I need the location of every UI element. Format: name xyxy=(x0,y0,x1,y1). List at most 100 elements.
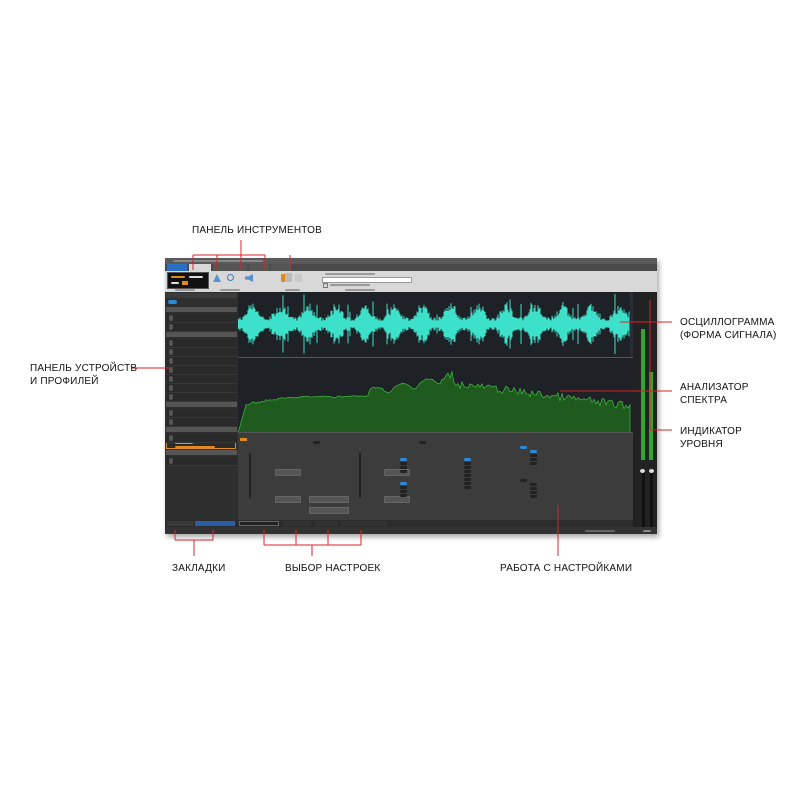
bookmark-tab-2[interactable] xyxy=(195,521,235,526)
ribbon-tabs xyxy=(165,264,657,271)
microphone-icon xyxy=(169,419,173,425)
device-group-header[interactable] xyxy=(166,450,237,455)
option-toggle[interactable] xyxy=(530,454,537,457)
option-toggle[interactable] xyxy=(530,487,537,490)
level-slider-right[interactable] xyxy=(650,470,653,530)
update-button[interactable] xyxy=(309,507,349,514)
option-toggle[interactable] xyxy=(400,470,407,473)
option-toggle[interactable] xyxy=(464,466,471,469)
update-mode-button[interactable] xyxy=(309,496,349,503)
profile-list-item[interactable] xyxy=(166,323,237,332)
option-toggle[interactable] xyxy=(400,490,407,493)
tab-file[interactable] xyxy=(167,264,187,271)
option-toggle[interactable] xyxy=(464,486,471,489)
option-toggle[interactable] xyxy=(464,458,471,461)
annotation-level-line2: УРОВНЯ xyxy=(680,439,723,450)
level-bar-right xyxy=(649,372,653,460)
option-toggle[interactable] xyxy=(530,450,537,453)
gain-slider[interactable] xyxy=(249,453,251,498)
tab-home[interactable] xyxy=(189,264,211,271)
profile-list-item[interactable] xyxy=(166,457,237,466)
option-toggle[interactable] xyxy=(464,478,471,481)
profile-list-item[interactable] xyxy=(166,434,237,443)
option-toggle[interactable] xyxy=(520,479,527,482)
preview-checkbox[interactable] xyxy=(323,283,328,288)
annotation-waveform-line1: ОСЦИЛЛОГРАММА xyxy=(680,317,775,328)
annotation-settings-work: РАБОТА С НАСТРОЙКАМИ xyxy=(500,563,633,574)
profile-list-item[interactable] xyxy=(166,348,237,357)
device-icon[interactable] xyxy=(213,274,221,282)
refresh-icon[interactable] xyxy=(227,274,234,281)
profile-list-item[interactable] xyxy=(166,384,237,393)
bookmark-tab-1[interactable] xyxy=(167,521,193,526)
device-group-header[interactable] xyxy=(166,402,237,407)
app-window xyxy=(165,258,657,534)
annotation-bookmarks: ЗАКЛАДКИ xyxy=(172,563,226,574)
option-toggle[interactable] xyxy=(313,441,320,444)
annotation-waveform-line2: (ФОРМА СИГНАЛА) xyxy=(680,330,777,341)
profile-list-item[interactable] xyxy=(166,366,237,375)
device-group-header[interactable] xyxy=(166,332,237,337)
normalize-button[interactable] xyxy=(275,496,301,503)
option-toggle[interactable] xyxy=(464,462,471,465)
option-toggle[interactable] xyxy=(419,441,426,444)
option-toggle[interactable] xyxy=(464,474,471,477)
option-toggle[interactable] xyxy=(520,446,527,449)
option-toggle[interactable] xyxy=(530,495,537,498)
default-button[interactable] xyxy=(275,469,301,476)
waveform-trace xyxy=(237,294,630,354)
option-toggle[interactable] xyxy=(530,458,537,461)
option-toggle[interactable] xyxy=(400,486,407,489)
annotation-devices-line2: И ПРОФИЛЕЙ xyxy=(30,376,99,387)
annotation-toolbar: ПАНЕЛЬ ИНСТРУМЕНТОВ xyxy=(192,225,322,236)
option-toggle[interactable] xyxy=(400,466,407,469)
microphone-icon xyxy=(169,385,173,391)
tab-4[interactable] xyxy=(271,264,291,271)
device-group-header[interactable] xyxy=(166,307,237,312)
option-toggle[interactable] xyxy=(530,483,537,486)
tab-3[interactable] xyxy=(249,264,269,271)
settings-select-4[interactable] xyxy=(341,521,386,526)
apply-button-2[interactable] xyxy=(384,496,410,503)
profile-list-item[interactable] xyxy=(166,375,237,384)
option-toggle[interactable] xyxy=(530,462,537,465)
level-bar-left xyxy=(641,328,645,460)
settings-panel xyxy=(238,432,633,521)
apply-button-1[interactable] xyxy=(384,469,410,476)
option-toggle[interactable] xyxy=(400,458,407,461)
profile-list-item[interactable] xyxy=(166,409,237,418)
profile-list-item[interactable] xyxy=(166,418,237,427)
playback-device-select[interactable] xyxy=(322,277,412,283)
settings-select-1[interactable] xyxy=(239,521,279,526)
option-toggle[interactable] xyxy=(400,482,407,485)
microphone-icon xyxy=(169,324,173,330)
option-toggle[interactable] xyxy=(464,482,471,485)
speaker-icon[interactable] xyxy=(245,274,253,282)
level-slider-left[interactable] xyxy=(642,470,645,530)
source-toggle[interactable] xyxy=(168,300,177,304)
annotation-spectrum-line2: СПЕКТРА xyxy=(680,395,728,406)
profile-list-item[interactable] xyxy=(166,393,237,402)
settings-select-3[interactable] xyxy=(315,521,337,526)
waveform-chart xyxy=(237,292,633,357)
device-group-header[interactable] xyxy=(166,427,237,432)
option-toggle[interactable] xyxy=(530,491,537,494)
option-toggle[interactable] xyxy=(400,494,407,497)
microphone-icon xyxy=(169,367,173,373)
slider-knob[interactable] xyxy=(649,469,654,473)
settings-select-2[interactable] xyxy=(283,521,311,526)
microphone-icon xyxy=(169,410,173,416)
profile-list-item[interactable] xyxy=(166,357,237,366)
option-toggle[interactable] xyxy=(400,462,407,465)
gain-slider[interactable] xyxy=(359,453,361,498)
profile-list-item[interactable] xyxy=(166,314,237,323)
slider-knob[interactable] xyxy=(640,469,645,473)
devices-profiles-panel xyxy=(165,292,238,520)
spectrum-analyzer xyxy=(237,357,633,434)
tab-2[interactable] xyxy=(213,264,247,271)
option-toggle[interactable] xyxy=(464,470,471,473)
profile-icon[interactable] xyxy=(285,273,292,282)
panel-header xyxy=(166,293,237,298)
microphone-icon xyxy=(169,394,173,400)
profile-list-item[interactable] xyxy=(166,339,237,348)
